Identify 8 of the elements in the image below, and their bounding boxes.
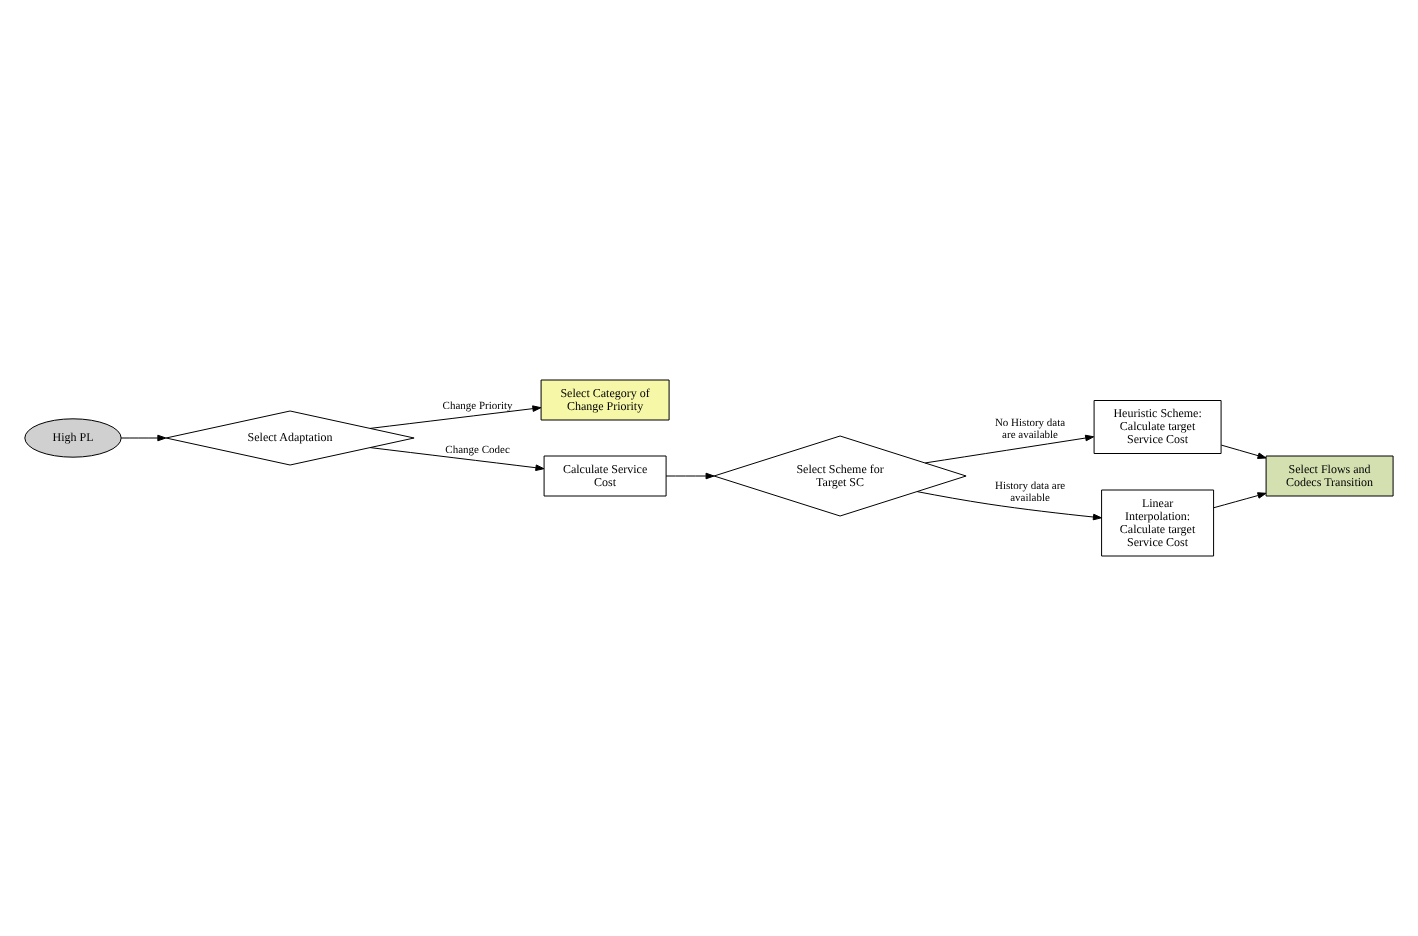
arrow (120, 434, 167, 442)
arrow (665, 472, 715, 480)
arrow (369, 447, 545, 471)
arrow (1213, 492, 1267, 509)
arrow (924, 434, 1095, 464)
arrow (916, 491, 1102, 521)
arrow (369, 405, 542, 429)
arrow (1220, 444, 1267, 459)
